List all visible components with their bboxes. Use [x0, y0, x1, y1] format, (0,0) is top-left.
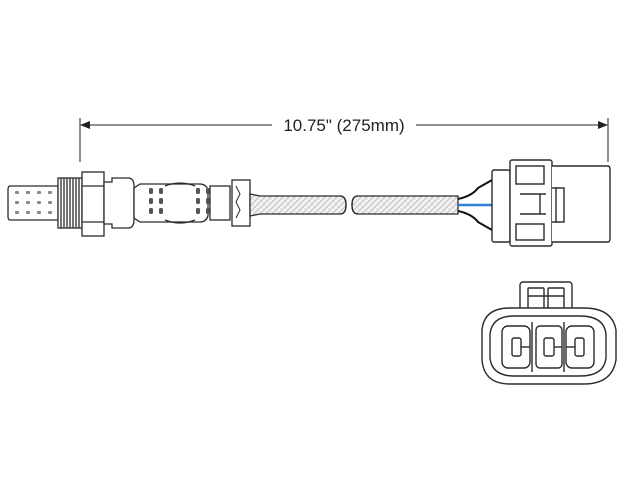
- sensor-thread: [57, 177, 83, 229]
- dimension-label: 10.75" (275mm): [283, 116, 404, 135]
- connector-pin-2: [543, 337, 555, 357]
- sensor-body: [103, 177, 135, 229]
- dimension-annotation: 10.75" (275mm): [79, 116, 609, 162]
- sensor-hex-nut: [81, 171, 105, 237]
- connector-pin-3: [574, 337, 585, 357]
- oxygen-sensor-icon: [7, 171, 251, 237]
- sensor-crimp: [209, 185, 231, 221]
- braided-cable: [249, 193, 459, 217]
- connector-3-pin-icon: [481, 281, 617, 385]
- connector-side-view: [491, 159, 611, 247]
- sensor-tip: [7, 185, 59, 221]
- lead-wires: [457, 179, 493, 231]
- connector-pins: [501, 322, 595, 372]
- connector-pin-1: [511, 337, 522, 357]
